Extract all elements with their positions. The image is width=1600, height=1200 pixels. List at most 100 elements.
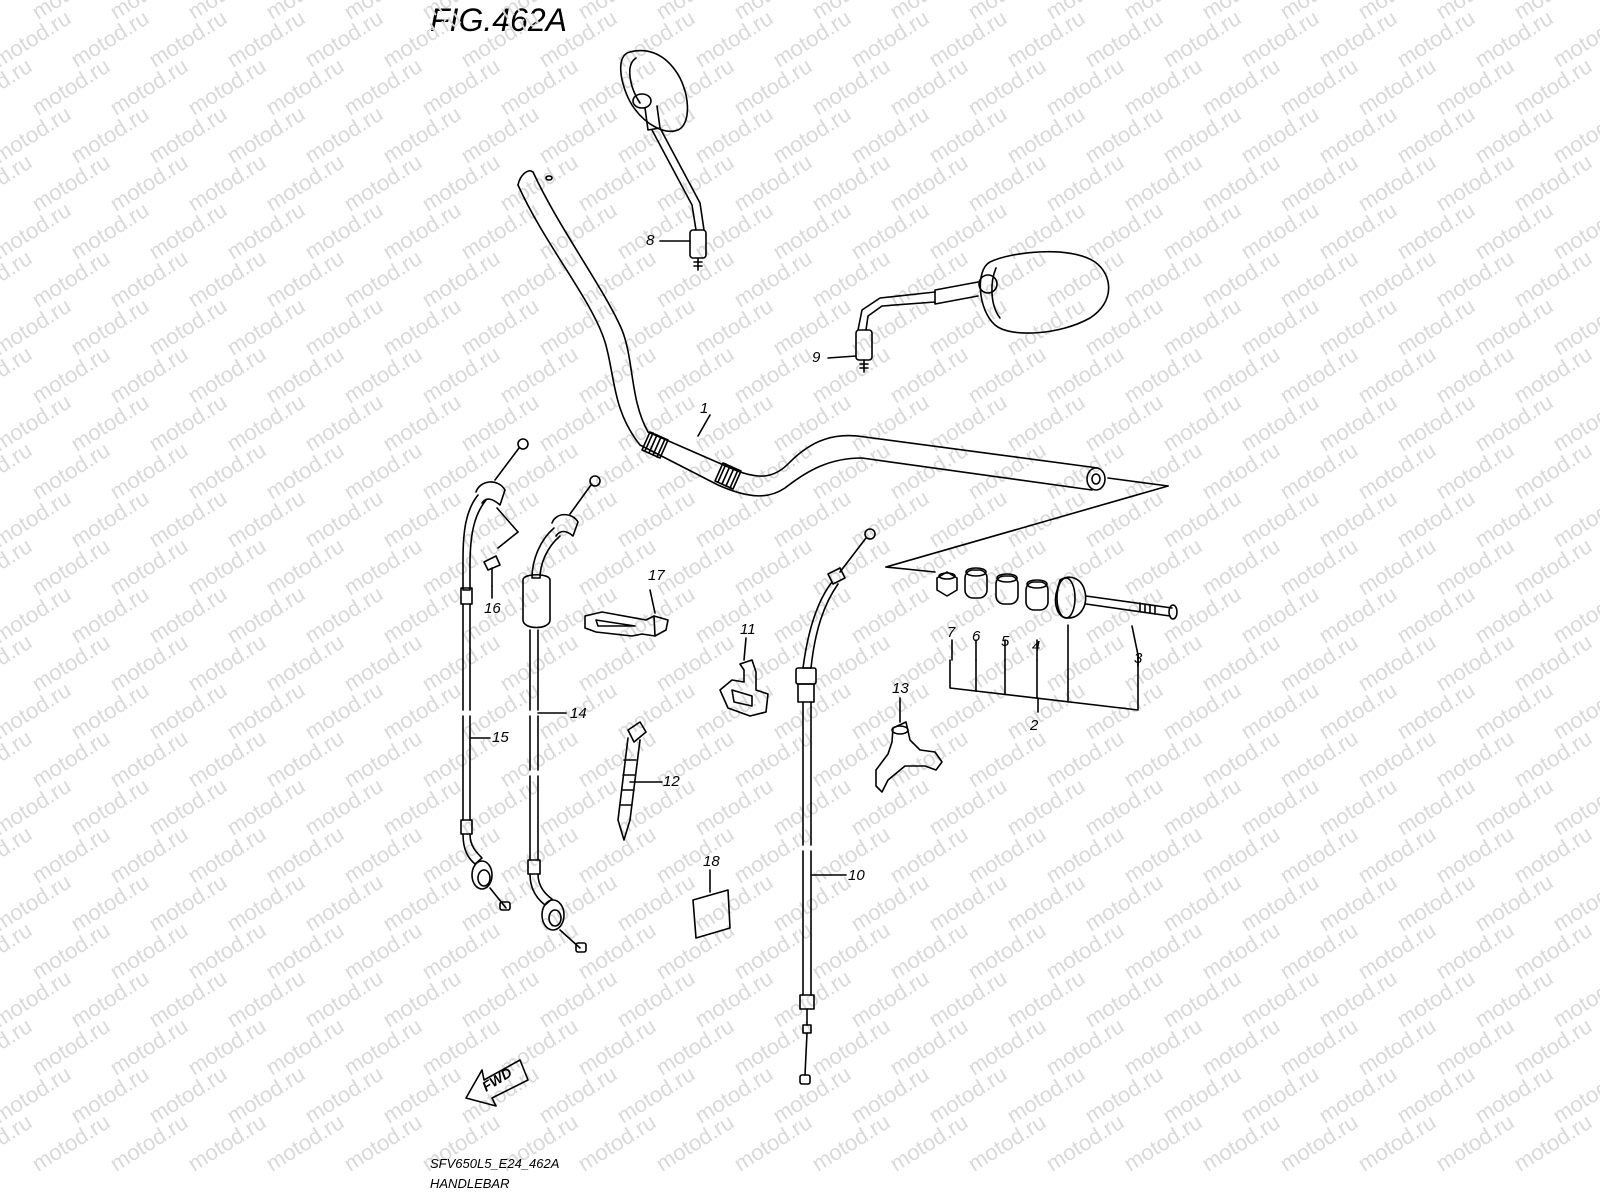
watermark-text: motod.ru <box>1236 485 1323 552</box>
watermark-text: motod.ru <box>1509 149 1596 216</box>
watermark-text: motod.ru <box>612 5 699 72</box>
callout-10: 10 <box>848 867 865 884</box>
watermark-text: motod.ru <box>1119 1013 1206 1080</box>
watermark-text: motod.ru <box>1431 917 1518 984</box>
knurled-section <box>641 431 742 490</box>
watermark-text: motod.ru <box>27 341 114 408</box>
watermark-text: motod.ru <box>1080 197 1167 264</box>
watermark-text: motod.ru <box>963 725 1050 792</box>
holder-13-part[interactable] <box>875 721 943 793</box>
watermark-text: motod.ru <box>1353 53 1440 120</box>
clamp-11-part[interactable] <box>719 659 769 717</box>
watermark-text: motod.ru <box>456 197 543 264</box>
watermark-text: motod.ru <box>534 197 621 264</box>
watermark-text: motod.ru <box>612 677 699 744</box>
watermark-text: motod.ru <box>963 245 1050 312</box>
watermark-text: motod.ru <box>222 389 309 456</box>
clutch-cable-10-part[interactable] <box>795 528 876 1085</box>
watermark-text: motod.ru <box>1431 533 1518 600</box>
watermark-text: motod.ru <box>1197 1109 1284 1176</box>
watermark-text: motod.ru <box>1236 101 1323 168</box>
watermark-text: motod.ru <box>612 581 699 648</box>
watermark-text: motod.ru <box>1392 389 1479 456</box>
watermark-text: motod.ru <box>1470 965 1557 1032</box>
watermark-text: motod.ru <box>1041 821 1128 888</box>
watermark-text: motod.ru <box>1392 197 1479 264</box>
watermark-text: motod.ru <box>222 485 309 552</box>
clamp-17-part[interactable] <box>584 611 669 637</box>
watermark-text: motod.ru <box>27 437 114 504</box>
watermark-text: motod.ru <box>885 533 972 600</box>
watermark-text: motod.ru <box>1080 773 1167 840</box>
watermark-text: motod.ru <box>27 1013 114 1080</box>
watermark-text: motod.ru <box>378 197 465 264</box>
watermark-text: motod.ru <box>300 293 387 360</box>
watermark-text: motod.ru <box>846 5 933 72</box>
watermark-text: motod.ru <box>144 1061 231 1128</box>
watermark-text: motod.ru <box>1080 869 1167 936</box>
watermark-text: motod.ru <box>690 581 777 648</box>
watermark-text: motod.ru <box>573 629 660 696</box>
watermark-text: motod.ru <box>1314 485 1401 552</box>
mirror-right-part[interactable] <box>855 250 1110 373</box>
watermark-text: motod.ru <box>378 581 465 648</box>
watermark-text: motod.ru <box>1392 101 1479 168</box>
label-18-part[interactable] <box>692 889 731 939</box>
watermark-text: motod.ru <box>1431 149 1518 216</box>
watermark-text: motod.ru <box>924 1061 1011 1128</box>
cable-tie-12-part[interactable] <box>617 721 647 841</box>
watermark-text: motod.ru <box>1158 581 1245 648</box>
watermark-text: motod.ru <box>378 773 465 840</box>
watermark-text: motod.ru <box>261 629 348 696</box>
watermark-text: motod.ru <box>222 773 309 840</box>
watermark-text: motod.ru <box>1080 581 1167 648</box>
watermark-text: motod.ru <box>963 1013 1050 1080</box>
handlebar-part[interactable] <box>517 170 1169 573</box>
watermark-text: motod.ru <box>1431 821 1518 888</box>
watermark-text: motod.ru <box>612 197 699 264</box>
watermark-text: motod.ru <box>1119 245 1206 312</box>
watermark-text: motod.ru <box>1197 533 1284 600</box>
watermark-text: motod.ru <box>261 245 348 312</box>
watermark-text: motod.ru <box>768 965 855 1032</box>
watermark-text: motod.ru <box>846 1061 933 1128</box>
mirror-left-part[interactable] <box>619 49 707 271</box>
watermark-text: motod.ru <box>1470 485 1557 552</box>
callout-18: 18 <box>703 853 720 870</box>
watermark-text: motod.ru <box>1002 965 1089 1032</box>
watermark-text: motod.ru <box>612 293 699 360</box>
watermark-text: motod.ru <box>300 101 387 168</box>
watermark-text: motod.ru <box>573 53 660 120</box>
watermark-text: motod.ru <box>1158 293 1245 360</box>
bar-end-weight-assembly[interactable] <box>936 567 1178 713</box>
throttle-cable-15-part[interactable] <box>460 438 529 911</box>
watermark-text: motod.ru <box>0 53 36 120</box>
watermark-text: motod.ru <box>417 53 504 120</box>
watermark-text: motod.ru <box>1197 245 1284 312</box>
watermark-text: motod.ru <box>768 5 855 72</box>
watermark-text: motod.ru <box>534 581 621 648</box>
watermark-text: motod.ru <box>1041 149 1128 216</box>
watermark-text: motod.ru <box>1119 725 1206 792</box>
throttle-cable-14-part[interactable] <box>522 475 601 953</box>
watermark-text: motod.ru <box>1080 1061 1167 1128</box>
watermark-text: motod.ru <box>1119 1109 1206 1176</box>
watermark-text: motod.ru <box>1314 677 1401 744</box>
watermark-text: motod.ru <box>924 965 1011 1032</box>
watermark-text: motod.ru <box>1314 1061 1401 1128</box>
watermark-text: motod.ru <box>261 917 348 984</box>
callout-12: 12 <box>663 773 680 790</box>
watermark-text: motod.ru <box>1314 869 1401 936</box>
watermark-text: motod.ru <box>729 533 816 600</box>
watermark-text: motod.ru <box>1119 533 1206 600</box>
watermark-text: motod.ru <box>963 533 1050 600</box>
watermark-text: motod.ru <box>963 437 1050 504</box>
watermark-text: motod.ru <box>222 101 309 168</box>
watermark-text: motod.ru <box>1470 677 1557 744</box>
watermark-text: motod.ru <box>729 149 816 216</box>
watermark-text: motod.ru <box>1314 965 1401 1032</box>
watermark-text: motod.ru <box>456 5 543 72</box>
clip-16-part[interactable] <box>483 555 501 587</box>
section-name-caption: HANDLEBAR <box>430 1176 510 1191</box>
watermark-text: motod.ru <box>261 437 348 504</box>
